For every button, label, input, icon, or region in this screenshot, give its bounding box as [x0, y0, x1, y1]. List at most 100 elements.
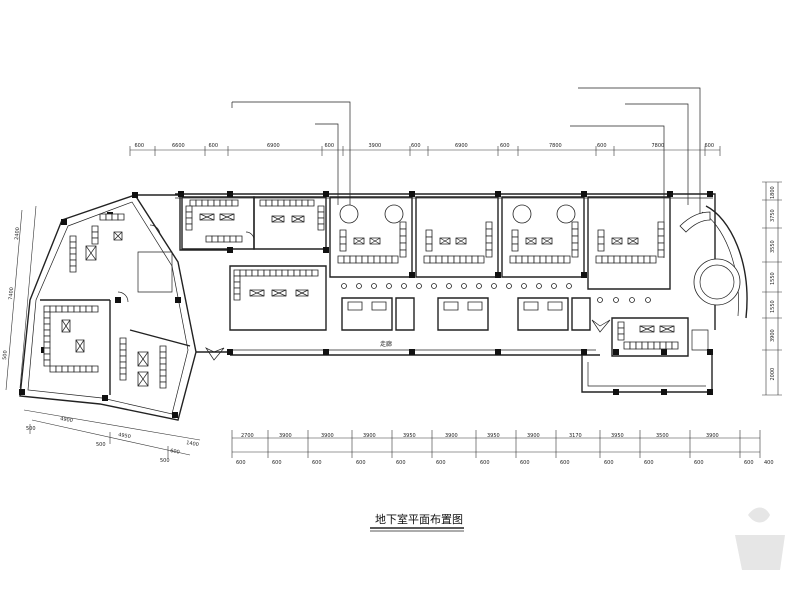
basin — [372, 302, 386, 310]
sofa-seat — [564, 256, 570, 263]
sofa-seat — [218, 236, 224, 242]
column — [323, 349, 329, 355]
basin — [468, 302, 482, 310]
column — [227, 247, 233, 253]
dim-label-bottom-2: 400 — [764, 460, 774, 466]
sofa-seat — [598, 244, 604, 251]
sofa-seat — [426, 237, 432, 244]
dim-label-top: 7800 — [549, 143, 562, 149]
column — [661, 389, 667, 395]
dim-label-top: 6600 — [172, 143, 185, 149]
sofa-seat — [276, 270, 282, 276]
dim-label-right: 3550 — [770, 240, 776, 253]
sofa-seat — [666, 342, 672, 349]
dim-label-wing: 7400 — [8, 287, 15, 300]
sofa-seat — [516, 256, 522, 263]
sofa-seat — [660, 342, 666, 349]
sofa-seat — [220, 200, 226, 206]
table-mark — [440, 238, 450, 244]
sofa-seat — [202, 200, 208, 206]
sofa-seat — [214, 200, 220, 206]
sofa-seat — [510, 256, 516, 263]
sofa-seat — [572, 250, 578, 257]
dim-label-top: 3900 — [369, 143, 382, 149]
sofa-seat — [460, 256, 466, 263]
sofa-seat — [120, 368, 126, 374]
column — [227, 191, 233, 197]
table-mark — [220, 214, 234, 220]
column — [61, 219, 67, 225]
sofa-seat — [318, 224, 324, 230]
sofa-seat — [522, 256, 528, 263]
sofa-seat — [512, 237, 518, 244]
sofa-seat — [318, 212, 324, 218]
sofa-seat — [160, 376, 166, 382]
sofa-seat — [112, 214, 118, 220]
column — [613, 389, 619, 395]
sofa-seat — [374, 256, 380, 263]
sofa-seat — [284, 200, 290, 206]
sofa-seat — [658, 236, 664, 243]
sofa-seat — [400, 222, 406, 229]
stool — [372, 284, 377, 289]
sofa-seat — [234, 270, 240, 276]
sofa-seat — [356, 256, 362, 263]
sofa-seat — [638, 256, 644, 263]
sofa-seat — [160, 370, 166, 376]
sofa-seat — [44, 330, 50, 336]
stool — [567, 284, 572, 289]
sofa-seat — [186, 206, 192, 212]
sofa-seat — [44, 360, 50, 366]
sofa-seat — [160, 358, 166, 364]
sofa-seat — [234, 294, 240, 300]
sofa-seat — [572, 222, 578, 229]
sofa-seat — [624, 342, 630, 349]
sofa-seat — [224, 236, 230, 242]
sofa-seat — [454, 256, 460, 263]
column — [581, 272, 587, 278]
sofa-seat — [258, 270, 264, 276]
sofa-seat — [658, 243, 664, 250]
sofa-seat — [528, 256, 534, 263]
sofa-seat — [512, 244, 518, 251]
sofa-seat — [294, 270, 300, 276]
column — [409, 191, 415, 197]
sofa-seat — [44, 318, 50, 324]
table-mark — [76, 340, 84, 352]
columns — [19, 191, 713, 418]
sofa-seat — [558, 256, 564, 263]
sofa-seat — [260, 200, 266, 206]
sofa-seat — [486, 229, 492, 236]
sofa-seat — [70, 248, 76, 254]
dim-label-wing-bottom: 4950 — [118, 432, 132, 440]
table-mark — [272, 290, 286, 296]
dim-label-wing-bottom-2: 500 — [26, 426, 36, 432]
sofa-seat — [160, 352, 166, 358]
column — [495, 349, 501, 355]
dim-label-bottom-2: 600 — [694, 460, 704, 466]
dim-label-bottom: 3900 — [527, 433, 540, 439]
sofa-seat — [442, 256, 448, 263]
dim-label-bottom: 3900 — [445, 433, 458, 439]
column — [667, 191, 673, 197]
furniture — [44, 200, 740, 388]
sofa-seat — [70, 236, 76, 242]
column — [172, 412, 178, 418]
sofa-seat — [70, 266, 76, 272]
sofa-seat — [92, 306, 98, 312]
dim-label-bottom-2: 600 — [520, 460, 530, 466]
dim-label-bottom-2: 600 — [272, 460, 282, 466]
dim-label-right: 1800 — [770, 186, 776, 199]
sofa-seat — [190, 200, 196, 206]
stool — [552, 284, 557, 289]
stool — [357, 284, 362, 289]
sofa-seat — [340, 230, 346, 237]
basin — [444, 302, 458, 310]
sofa-seat — [92, 238, 98, 244]
sofa-seat — [598, 237, 604, 244]
column — [19, 389, 25, 395]
sofa-seat — [658, 229, 664, 236]
sofa-seat — [362, 256, 368, 263]
